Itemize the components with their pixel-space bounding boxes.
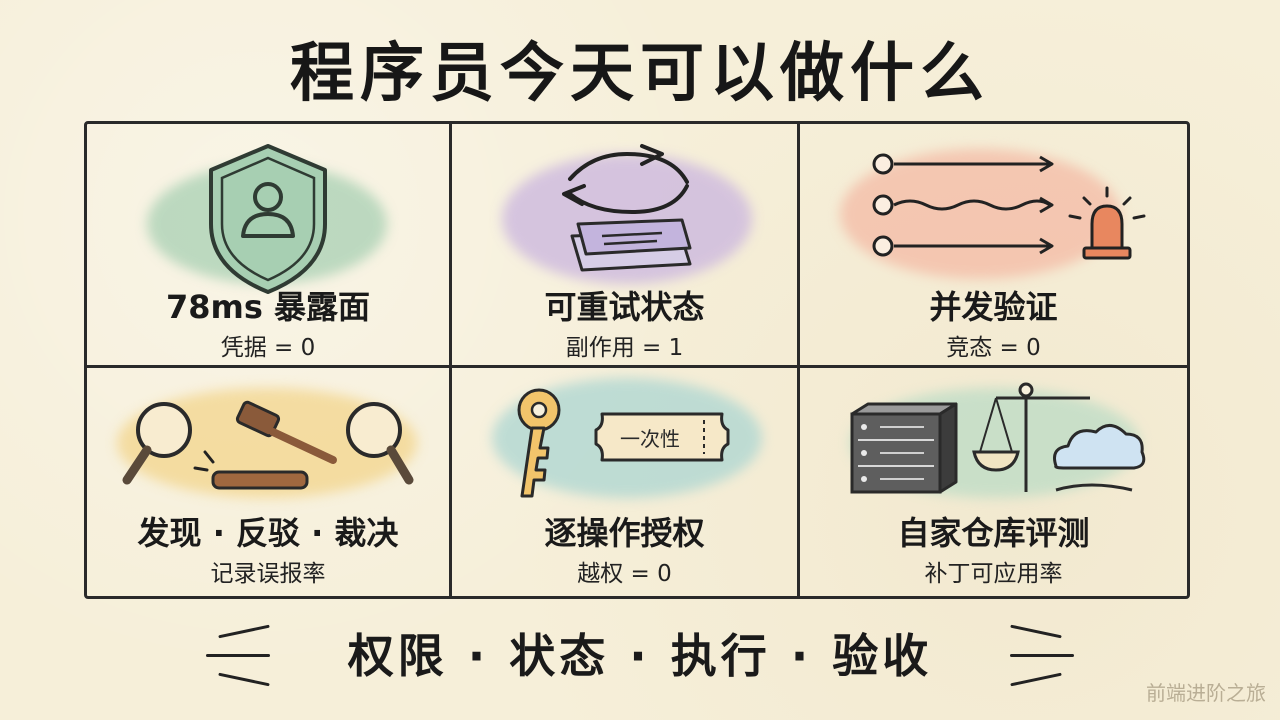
footer-dash: [1010, 654, 1074, 657]
server-scale-cloud-icon: [850, 382, 1146, 494]
watermark: 前端进阶之旅: [1146, 681, 1266, 705]
magnifier-gavel-icon: [122, 400, 414, 490]
cell-sublabel: 越权 = 0: [577, 561, 672, 587]
footer-dash: [206, 654, 270, 657]
cell-authorization: 一次性 逐操作授权 越权 = 0: [452, 368, 797, 596]
shield-user-icon: [209, 144, 327, 294]
grid-divider: [449, 124, 452, 596]
cell-sublabel: 记录误报率: [210, 561, 326, 587]
cell-sublabel: 补丁可应用率: [924, 561, 1063, 587]
cell-adjudication: 发现 · 反驳 · 裁决 记录误报率: [87, 368, 449, 596]
ticket-text: 一次性: [620, 427, 680, 451]
page-title: 程序员今天可以做什么: [290, 37, 990, 111]
cell-repo-eval: 自家仓库评测 补丁可应用率: [800, 368, 1187, 596]
cell-exposure: 78ms 暴露面 凭据 = 0: [87, 124, 449, 365]
race-arrows-alarm-icon: [872, 153, 1146, 260]
cell-sublabel: 副作用 = 1: [565, 335, 684, 361]
topic-grid: 78ms 暴露面 凭据 = 0 可重试状态 副作用 = 1: [84, 121, 1190, 599]
key-ticket-icon: 一次性: [517, 388, 730, 498]
cell-label: 可重试状态: [544, 288, 705, 326]
cell-label: 78ms 暴露面: [165, 288, 371, 326]
cell-label: 逐操作授权: [544, 514, 705, 552]
cell-label: 自家仓库评测: [897, 514, 1090, 552]
grid-divider: [797, 124, 800, 596]
cell-label: 发现 · 反驳 · 裁决: [137, 514, 399, 552]
footer-summary: 权限 · 状态 · 执行 · 验收: [347, 629, 933, 683]
retry-cycle-icon: [562, 144, 692, 272]
cell-sublabel: 竞态 = 0: [946, 335, 1041, 361]
cell-concurrency: 并发验证 竞态 = 0: [800, 124, 1187, 365]
cell-label: 并发验证: [929, 288, 1058, 326]
grid-divider: [87, 365, 1187, 368]
cell-sublabel: 凭据 = 0: [220, 335, 316, 361]
cell-retry: 可重试状态 副作用 = 1: [452, 124, 797, 365]
